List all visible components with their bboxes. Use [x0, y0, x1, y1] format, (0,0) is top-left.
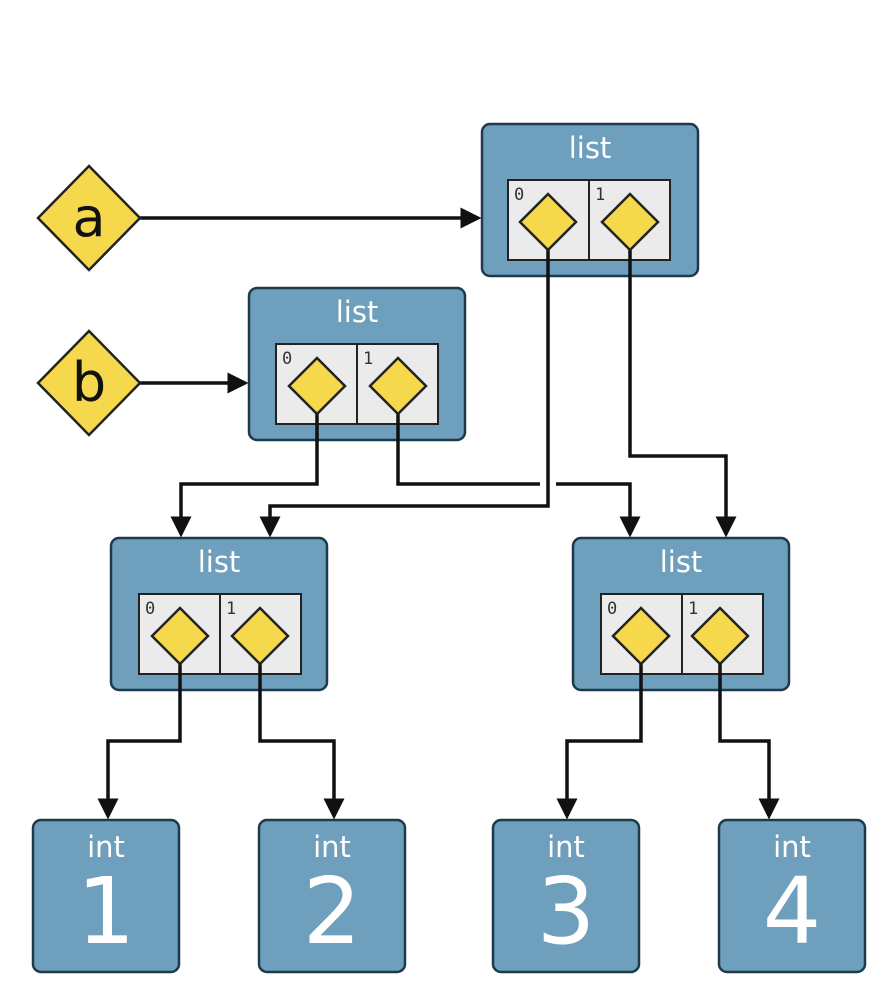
int-value: 4 [763, 858, 822, 965]
list-type-label: list [198, 545, 241, 579]
reference-diamond [611, 606, 671, 666]
int-type-label: int [313, 830, 351, 864]
ref-arrow-a0 [259, 242, 550, 538]
ref-arrow-int-1 [97, 656, 182, 820]
ref-arrow-b1-part1 [396, 406, 540, 486]
variable-b: b [36, 329, 142, 437]
int-value: 3 [537, 858, 596, 965]
variable-a: a [36, 164, 142, 272]
index-label: 0 [514, 185, 524, 205]
list-type-label: list [569, 131, 612, 165]
index-label: 0 [607, 599, 617, 619]
index-label: 0 [145, 599, 155, 619]
ref-arrow-a1 [628, 242, 737, 538]
index-label: 0 [282, 349, 292, 369]
int-value: 2 [303, 858, 362, 965]
list-type-label: list [336, 295, 379, 329]
variable-name: b [72, 351, 106, 414]
list-object-inner-right: list 0 1 [571, 536, 791, 692]
int-object-4: int 4 [717, 818, 867, 974]
index-label: 1 [688, 599, 698, 619]
reference-diamond [690, 606, 750, 666]
ref-arrow-int-4 [718, 656, 780, 820]
index-label: 1 [226, 599, 236, 619]
list-object-inner-left: list 0 1 [109, 536, 329, 692]
int-type-label: int [87, 830, 125, 864]
ref-arrow-int-3 [556, 656, 643, 820]
int-object-2: int 2 [257, 818, 407, 974]
int-object-3: int 3 [491, 818, 641, 974]
list-object-a: list 0 1 [480, 122, 700, 278]
reference-diamond [230, 606, 290, 666]
index-label: 1 [363, 349, 373, 369]
int-object-1: int 1 [31, 818, 181, 974]
ref-arrow-b1-part2 [556, 482, 641, 538]
int-type-label: int [547, 830, 585, 864]
list-object-b: list 0 1 [247, 286, 467, 442]
list-type-label: list [660, 545, 703, 579]
reference-diamond [518, 192, 578, 252]
reference-diamond [150, 606, 210, 666]
index-label: 1 [595, 185, 605, 205]
int-value: 1 [77, 858, 136, 965]
reference-diamond [600, 192, 660, 252]
ref-arrow-b0 [170, 406, 319, 538]
variable-name: a [72, 186, 105, 249]
int-type-label: int [773, 830, 811, 864]
ref-arrow-int-2 [258, 656, 345, 820]
reference-diamond [287, 356, 347, 416]
reference-diamond [368, 356, 428, 416]
